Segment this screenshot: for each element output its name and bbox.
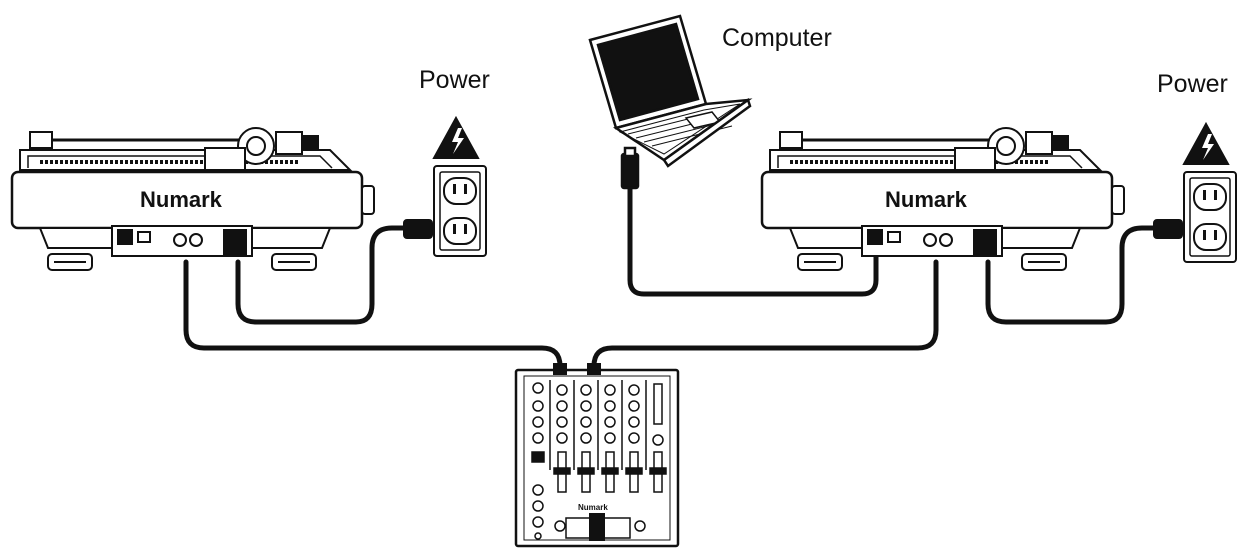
power-label-left: Power — [419, 66, 490, 94]
cables — [183, 185, 1157, 375]
power-label-right: Power — [1157, 70, 1228, 98]
turntable-right: Numark — [760, 127, 1125, 271]
rca-cable-left — [183, 259, 563, 375]
turntable-right-brand: Numark — [885, 187, 968, 212]
power-outlet-left — [403, 115, 487, 257]
rca-cable-right — [591, 259, 939, 375]
power-outlet-right — [1153, 121, 1237, 263]
power-cable-right — [985, 225, 1157, 325]
turntable-left: Numark — [10, 127, 375, 271]
laptop-computer — [588, 14, 753, 190]
turntable-left-brand: Numark — [140, 187, 223, 212]
mixer-brand: Numark — [578, 503, 608, 512]
dj-mixer: Numark — [514, 363, 680, 548]
power-cable-left — [235, 225, 407, 325]
computer-label: Computer — [722, 24, 832, 52]
usb-cable — [627, 185, 879, 297]
